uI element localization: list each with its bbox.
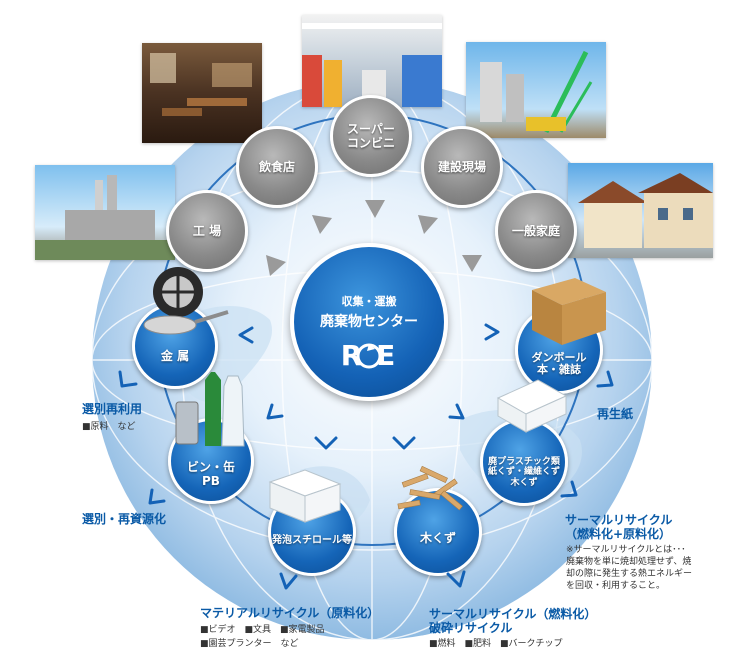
category-cardboard-label: ダンボール 本・雑誌: [531, 350, 587, 377]
arrow-icon: [446, 570, 466, 588]
arrow-icon: [118, 370, 138, 388]
output-crush-title: サーマルリサイクル（燃料化） 破砕リサイクル: [429, 607, 597, 636]
arrow-icon: [392, 436, 416, 450]
arrow-icon: [365, 200, 385, 218]
arrow-icon: [314, 436, 338, 450]
center-line1: 収集・運搬: [341, 295, 397, 308]
output-material-sub1: ■ビデオ ■文具 ■家電製品: [200, 625, 325, 635]
source-construction-label: 建設現場: [437, 159, 486, 174]
output-paper-title: 再生紙: [597, 407, 634, 421]
restaurant-photo: [142, 43, 262, 143]
source-restaurant-label: 飲食店: [258, 159, 295, 174]
output-reuse-title: 選別再利用: [82, 402, 143, 416]
bottle-can-icon: [175, 372, 245, 447]
arrow-icon: [266, 255, 286, 276]
wood-chips-icon: [397, 465, 463, 511]
source-household: 一般家庭: [495, 190, 577, 272]
source-construction: 建設現場: [421, 126, 503, 208]
arrow-icon: [418, 215, 438, 234]
arrow-icon: [484, 323, 500, 341]
arrow-icon: [312, 215, 332, 234]
source-factory-label: 工 場: [192, 223, 222, 238]
output-crush-sub: ■燃料 ■肥料 ■バークチップ: [429, 639, 563, 649]
arrow-icon: [148, 488, 166, 505]
factory-photo: [35, 165, 175, 260]
construction-photo: [466, 42, 606, 138]
output-reuse-sub: ■原料 など: [82, 422, 136, 432]
styrofoam-box-icon: [268, 469, 342, 523]
cardboard-box-icon: [532, 278, 606, 345]
source-restaurant: 飲食店: [236, 126, 318, 208]
arrow-icon: [279, 572, 298, 590]
supermarket-photo: [302, 15, 442, 107]
category-wood-label: 木くず: [419, 531, 456, 546]
waste-center-circle: 収集・運搬 廃棄物センター R E: [290, 243, 448, 401]
plastic-tray-icon: [496, 379, 568, 433]
recycle-icon: [356, 343, 382, 369]
output-thermal-title: サーマルリサイクル （燃料化+原料化）: [565, 513, 673, 542]
source-factory: 工 場: [166, 190, 248, 272]
metal-wheel-icon: [143, 267, 229, 335]
category-metal-label: 金 属: [160, 349, 190, 364]
output-material-title: マテリアルリサイクル（原料化）: [200, 606, 380, 620]
category-plastic: 廃プラスチック類 紙くず・繊維くず 木くず: [480, 418, 568, 506]
output-resource-title: 選別・再資源化: [82, 512, 167, 526]
category-styrofoam-label: 発泡スチロール等: [272, 534, 352, 546]
category-plastic-label: 廃プラスチック類 紙くず・繊維くず 木くず: [487, 456, 560, 488]
arrow-icon: [462, 255, 482, 272]
arrow-icon: [596, 370, 614, 388]
source-household-label: 一般家庭: [511, 223, 560, 238]
arrow-icon: [238, 326, 254, 344]
roe-logo: R E: [294, 339, 444, 372]
output-thermal-note: ※サーマルリサイクルとは･･･ 廃棄物を単に焼却処理せず、焼 却の際に発生する熱…: [566, 545, 693, 592]
arrow-icon: [560, 480, 578, 498]
source-supermarket: スーパー コンビニ: [330, 95, 412, 177]
source-supermarket-label: スーパー コンビニ: [346, 121, 395, 150]
center-line2: 廃棄物センター: [320, 314, 418, 330]
category-wood: 木くず: [394, 488, 482, 576]
category-bottles-label: ビン・缶 PB: [186, 460, 235, 489]
arrow-icon: [448, 403, 465, 420]
arrow-icon: [266, 403, 284, 420]
house-photo: [568, 163, 713, 258]
output-material-sub2: ■園芸プランター など: [200, 639, 299, 649]
